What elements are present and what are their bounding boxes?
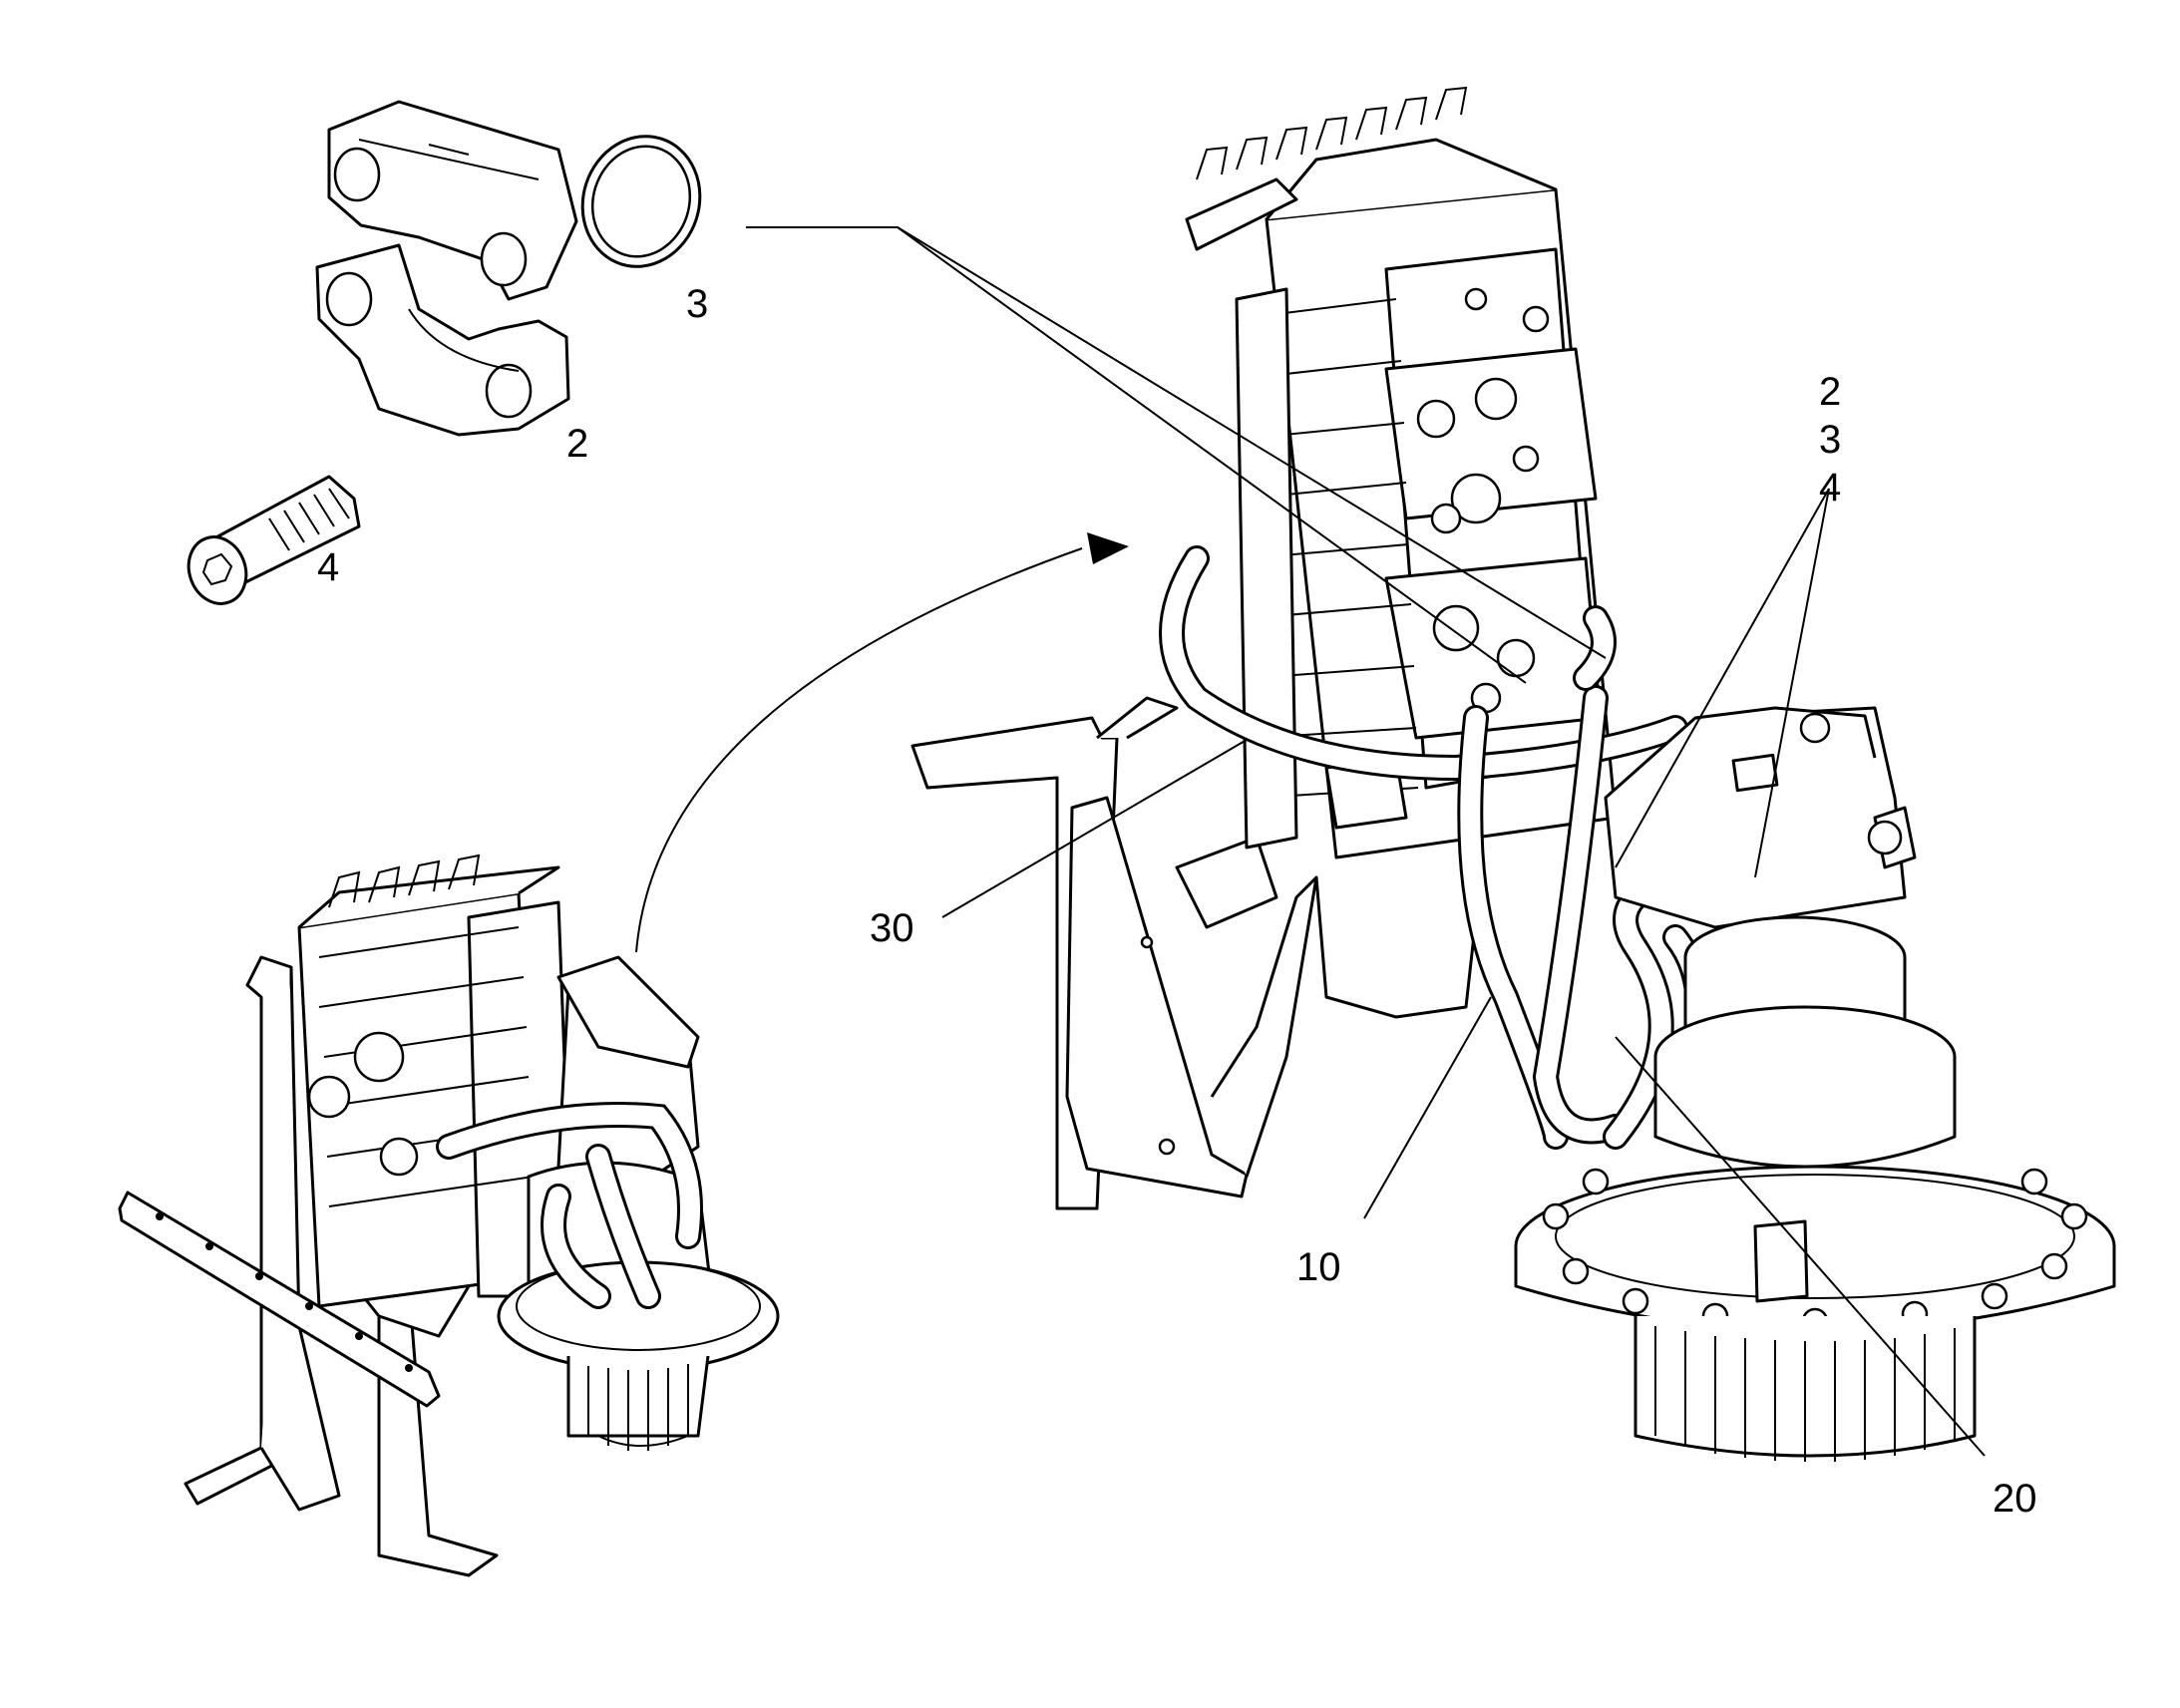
transfer-arrow xyxy=(635,532,1129,953)
overview-assembly xyxy=(118,854,780,1577)
callout-10: 10 xyxy=(1296,1245,1341,1289)
callout-labels: 3 2 4 2 3 4 30 10 20 xyxy=(317,282,2037,1521)
hex-socket-bolt xyxy=(186,475,361,605)
callout-2-right: 2 xyxy=(1819,370,1841,414)
callout-3-top: 3 xyxy=(686,282,708,326)
detail-assembly xyxy=(910,86,2116,1462)
callout-2-top: 2 xyxy=(566,422,588,466)
leader-lines xyxy=(746,226,1986,1457)
callout-20: 20 xyxy=(1993,1477,2037,1521)
callout-30: 30 xyxy=(870,906,914,950)
callout-3-right: 3 xyxy=(1819,418,1841,462)
flange-clamp-halves xyxy=(315,100,578,437)
o-ring-seal xyxy=(580,135,702,268)
callout-4-top: 4 xyxy=(317,545,339,589)
callout-4-right: 4 xyxy=(1819,466,1841,510)
